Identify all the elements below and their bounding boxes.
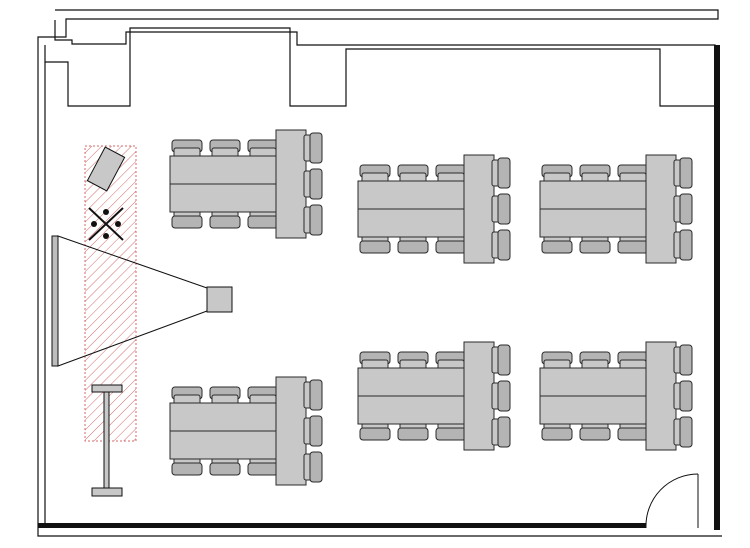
chair-icon bbox=[579, 234, 611, 254]
chair-icon bbox=[247, 386, 279, 406]
chair-icon bbox=[209, 139, 241, 159]
chair-icon bbox=[541, 351, 573, 371]
chair-icon bbox=[303, 168, 323, 200]
table-groups bbox=[169, 129, 693, 486]
chair-icon bbox=[397, 351, 429, 371]
chair-icon bbox=[491, 193, 511, 225]
inner-wall bbox=[44, 20, 716, 107]
east-wall bbox=[714, 45, 720, 530]
chair-icon bbox=[541, 421, 573, 441]
table-group-right-top bbox=[539, 154, 693, 264]
chair-icon bbox=[171, 456, 203, 476]
lectern-icon bbox=[86, 146, 126, 192]
door-swing-icon bbox=[645, 473, 699, 529]
room-walls bbox=[37, 9, 722, 537]
chair-icon bbox=[209, 209, 241, 229]
chair-icon bbox=[541, 164, 573, 184]
chair-icon bbox=[209, 386, 241, 406]
chair-icon bbox=[171, 209, 203, 229]
projection-screen-icon bbox=[51, 235, 59, 367]
chair-icon bbox=[435, 234, 467, 254]
chair-icon bbox=[673, 193, 693, 225]
chair-icon bbox=[541, 234, 573, 254]
chair-icon bbox=[247, 456, 279, 476]
head-table bbox=[645, 154, 677, 264]
chair-icon bbox=[673, 229, 693, 261]
head-table bbox=[275, 129, 307, 239]
chair-icon bbox=[359, 164, 391, 184]
chair-icon bbox=[303, 415, 323, 447]
chair-icon bbox=[359, 234, 391, 254]
chair-icon bbox=[359, 421, 391, 441]
table-group-right-bottom bbox=[539, 341, 693, 451]
chair-icon bbox=[617, 351, 649, 371]
chair-icon bbox=[397, 421, 429, 441]
chair-icon bbox=[491, 229, 511, 261]
chair-icon bbox=[171, 139, 203, 159]
presenter-x-icon bbox=[88, 207, 124, 241]
chair-icon bbox=[247, 139, 279, 159]
instructor-zone bbox=[84, 145, 137, 442]
chair-icon bbox=[435, 164, 467, 184]
chair-icon bbox=[491, 344, 511, 376]
table-group-front-left bbox=[169, 129, 323, 239]
chair-icon bbox=[247, 209, 279, 229]
chair-icon bbox=[673, 344, 693, 376]
chair-icon bbox=[171, 386, 203, 406]
chair-icon bbox=[579, 421, 611, 441]
chair-icon bbox=[303, 204, 323, 236]
chair-icon bbox=[435, 351, 467, 371]
chair-icon bbox=[359, 351, 391, 371]
chair-icon bbox=[673, 416, 693, 448]
chair-icon bbox=[491, 157, 511, 189]
chair-icon bbox=[397, 234, 429, 254]
projector-icon bbox=[206, 286, 233, 313]
chair-icon bbox=[209, 456, 241, 476]
chair-icon bbox=[303, 132, 323, 164]
table-group-middle-top bbox=[357, 154, 511, 264]
chair-icon bbox=[491, 380, 511, 412]
chair-icon bbox=[673, 380, 693, 412]
chair-icon bbox=[435, 421, 467, 441]
stand-icon bbox=[91, 384, 123, 497]
south-wall bbox=[38, 523, 646, 528]
chair-icon bbox=[579, 351, 611, 371]
chair-icon bbox=[617, 164, 649, 184]
head-table bbox=[463, 341, 495, 451]
chair-icon bbox=[579, 164, 611, 184]
table-group-middle-bottom bbox=[357, 341, 511, 451]
chair-icon bbox=[491, 416, 511, 448]
chair-icon bbox=[303, 451, 323, 483]
outer-wall bbox=[37, 9, 722, 537]
head-table bbox=[275, 376, 307, 486]
chair-icon bbox=[303, 379, 323, 411]
chair-icon bbox=[673, 157, 693, 189]
chair-icon bbox=[617, 421, 649, 441]
table-group-back-left bbox=[169, 376, 323, 486]
chair-icon bbox=[397, 164, 429, 184]
head-table bbox=[645, 341, 677, 451]
chair-icon bbox=[617, 234, 649, 254]
head-table bbox=[463, 154, 495, 264]
